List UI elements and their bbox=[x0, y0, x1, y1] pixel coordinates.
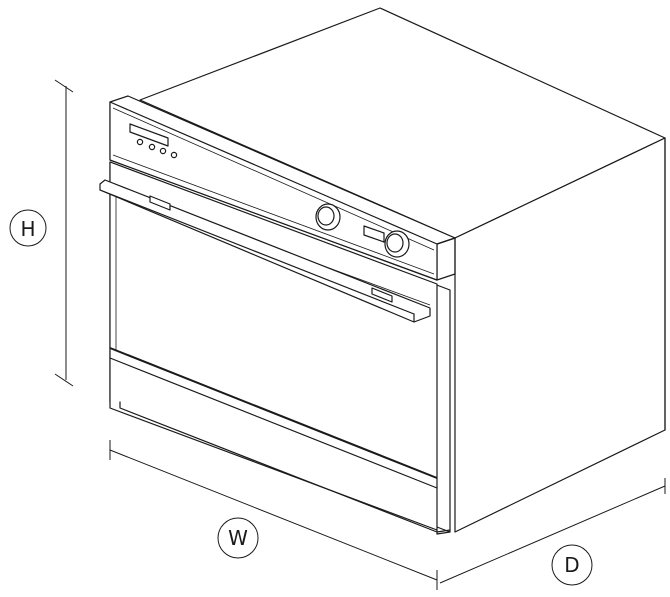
width-label: W bbox=[228, 526, 248, 550]
depth-label: D bbox=[564, 553, 579, 577]
control-knob-right bbox=[384, 230, 410, 258]
control-button bbox=[136, 138, 144, 146]
control-button bbox=[159, 147, 167, 155]
handle-bracket-left bbox=[149, 195, 171, 211]
control-panel bbox=[109, 95, 456, 281]
display-screen-right bbox=[363, 225, 385, 243]
width-label-circle bbox=[217, 517, 259, 559]
depth-label-circle bbox=[551, 544, 593, 586]
height-label-circle bbox=[9, 209, 47, 247]
handle-bracket-right bbox=[371, 287, 393, 303]
width-dimension: W bbox=[109, 440, 438, 590]
oven-door bbox=[109, 161, 451, 535]
height-label: H bbox=[20, 217, 35, 241]
control-button bbox=[170, 151, 178, 159]
control-button bbox=[148, 143, 156, 151]
cabinet-body bbox=[139, 7, 666, 533]
door-handle bbox=[99, 179, 431, 323]
control-knob-left bbox=[315, 203, 341, 231]
display-screen-left bbox=[129, 123, 169, 147]
depth-dimension: D bbox=[436, 478, 666, 590]
height-dimension: H bbox=[9, 79, 74, 387]
